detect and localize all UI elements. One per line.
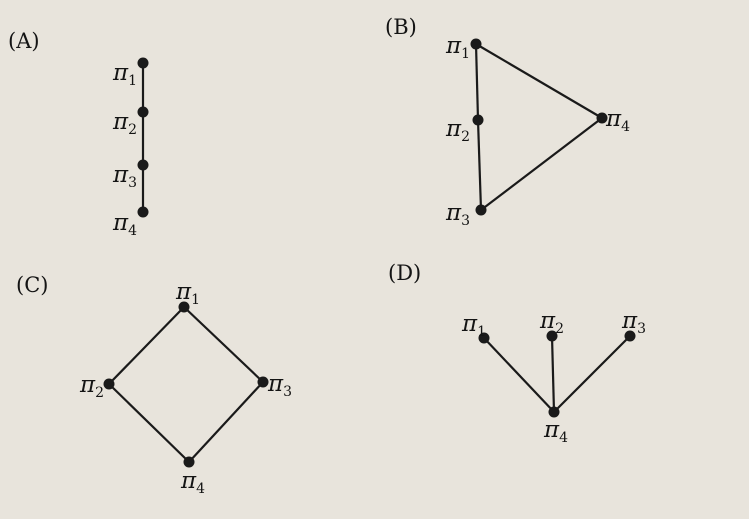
node-label-a-p3: π3 bbox=[112, 162, 137, 191]
node-symbol: π bbox=[445, 33, 462, 59]
node-label-a-p2: π2 bbox=[112, 109, 137, 138]
node-subscript: 4 bbox=[559, 430, 568, 446]
panel-label-b: (B) bbox=[385, 15, 417, 39]
node-subscript: 2 bbox=[128, 122, 137, 138]
node-label-b-p1: π1 bbox=[445, 33, 470, 62]
node-label-c-p1: π1 bbox=[175, 279, 200, 308]
node-label-b-p3: π3 bbox=[445, 200, 470, 229]
node-symbol: π bbox=[539, 308, 556, 334]
node-a-p3 bbox=[137, 159, 149, 171]
node-label-b-p2: π2 bbox=[445, 116, 470, 145]
node-subscript: 2 bbox=[461, 129, 470, 145]
node-symbol: π bbox=[79, 372, 96, 398]
edge-c-p1-p3 bbox=[183, 306, 264, 383]
node-subscript: 2 bbox=[555, 321, 564, 337]
node-c-p1 bbox=[178, 301, 190, 313]
node-layer bbox=[103, 38, 636, 468]
node-subscript: 2 bbox=[95, 385, 104, 401]
node-b-p3 bbox=[475, 204, 487, 216]
node-symbol: π bbox=[180, 468, 197, 494]
node-b-p2 bbox=[472, 114, 484, 126]
node-label-d-p4: π4 bbox=[543, 417, 568, 446]
node-symbol: π bbox=[461, 311, 478, 337]
node-subscript: 4 bbox=[621, 119, 630, 135]
node-symbol: π bbox=[445, 200, 462, 226]
edge-b-p1-p4 bbox=[475, 43, 603, 119]
node-subscript: 1 bbox=[461, 46, 470, 62]
node-label-c-p3: π3 bbox=[267, 371, 292, 400]
node-a-p2 bbox=[137, 106, 149, 118]
node-d-p3 bbox=[624, 330, 636, 342]
node-subscript: 1 bbox=[191, 292, 200, 308]
edge-d-p1-p4 bbox=[483, 337, 555, 413]
edge-d-p3-p4 bbox=[553, 335, 631, 413]
edge-b-p1-p2 bbox=[474, 43, 480, 121]
node-symbol: π bbox=[112, 210, 129, 236]
edge-c-p3-p4 bbox=[188, 381, 264, 463]
node-label-a-p1: π1 bbox=[112, 60, 137, 89]
node-symbol: π bbox=[112, 162, 129, 188]
node-subscript: 1 bbox=[128, 73, 137, 89]
node-subscript: 3 bbox=[283, 384, 292, 400]
node-b-p1 bbox=[470, 38, 482, 50]
node-subscript: 3 bbox=[461, 213, 470, 229]
node-label-c-p4: π4 bbox=[180, 468, 205, 497]
node-c-p3 bbox=[257, 376, 269, 388]
edge-d-p2-p4 bbox=[550, 335, 556, 413]
node-symbol: π bbox=[112, 109, 129, 135]
node-d-p1 bbox=[478, 332, 490, 344]
node-subscript: 4 bbox=[196, 481, 205, 497]
node-label-d-p1: π1 bbox=[461, 311, 486, 340]
panel-label-d: (D) bbox=[388, 261, 421, 285]
node-symbol: π bbox=[267, 371, 284, 397]
node-symbol: π bbox=[605, 106, 622, 132]
node-label-a-p4: π4 bbox=[112, 210, 137, 239]
node-label-d-p3: π3 bbox=[621, 308, 646, 337]
node-symbol: π bbox=[543, 417, 560, 443]
node-symbol: π bbox=[112, 60, 129, 86]
panel-label-a: (A) bbox=[8, 29, 40, 53]
node-label-c-p2: π2 bbox=[79, 372, 104, 401]
node-a-p1 bbox=[137, 57, 149, 69]
node-symbol: π bbox=[445, 116, 462, 142]
node-b-p4 bbox=[596, 112, 608, 124]
node-label-b-p4: π4 bbox=[605, 106, 630, 135]
node-subscript: 3 bbox=[128, 175, 137, 191]
node-subscript: 3 bbox=[637, 321, 646, 337]
edge-c-p2-p4 bbox=[108, 383, 190, 463]
node-c-p2 bbox=[103, 378, 115, 390]
node-subscript: 1 bbox=[477, 324, 486, 340]
node-d-p4 bbox=[548, 406, 560, 418]
node-symbol: π bbox=[175, 279, 192, 305]
node-label-d-p2: π2 bbox=[539, 308, 564, 337]
panel-label-c: (C) bbox=[16, 273, 48, 297]
edge-layer bbox=[108, 43, 631, 463]
edge-b-p2-p3 bbox=[476, 119, 483, 211]
node-d-p2 bbox=[546, 330, 558, 342]
edge-b-p3-p4 bbox=[480, 117, 603, 211]
node-symbol: π bbox=[621, 308, 638, 334]
node-c-p4 bbox=[183, 456, 195, 468]
node-subscript: 4 bbox=[128, 223, 137, 239]
edge-c-p1-p2 bbox=[108, 306, 185, 385]
node-a-p4 bbox=[137, 206, 149, 218]
